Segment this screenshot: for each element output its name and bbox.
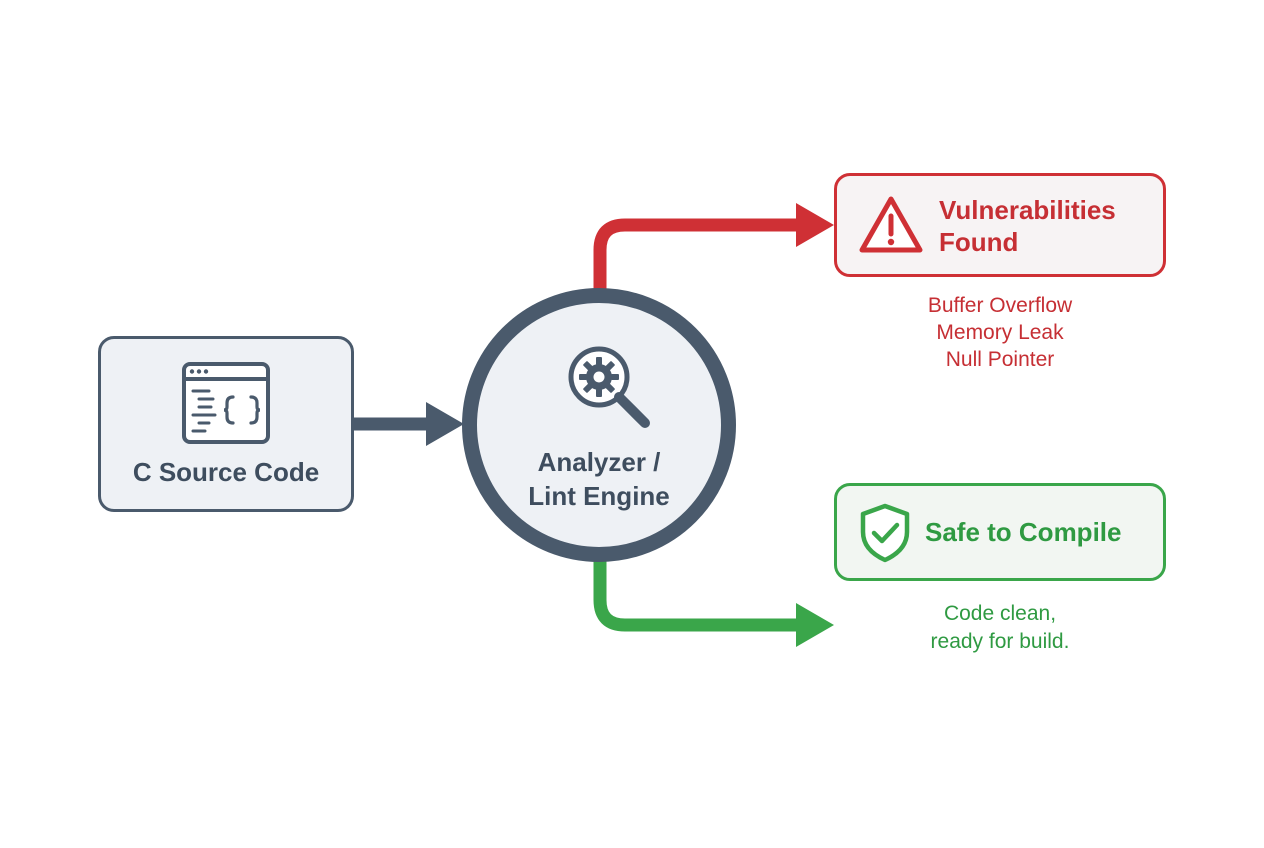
- safe-description: Code clean, ready for build.: [834, 600, 1166, 656]
- source-code-node: C Source Code: [98, 336, 354, 512]
- vulnerabilities-found-node: Vulnerabilities Found: [834, 173, 1166, 277]
- analyzer-label-line-2: Lint Engine: [528, 481, 670, 511]
- safe-to-compile-node: Safe to Compile: [834, 483, 1166, 581]
- arrow-analyzer-to-safe: [593, 560, 834, 647]
- arrow-source-to-analyzer: [354, 402, 464, 446]
- vulnerability-item: Buffer Overflow: [927, 294, 1073, 317]
- vulnerability-item: Memory Leak: [936, 321, 1064, 344]
- analyzer-node: Analyzer / Lint Engine: [462, 288, 736, 562]
- vulnerability-item: Null Pointer: [945, 348, 1055, 371]
- safe-description-line-2: ready for build.: [930, 630, 1070, 653]
- analyzer-label: Analyzer / Lint Engine: [497, 445, 701, 513]
- warning-icon: [859, 196, 923, 253]
- magnifier-gear-icon: [568, 346, 650, 428]
- source-code-label: C Source Code: [132, 457, 320, 487]
- shield-check-icon: [860, 503, 910, 563]
- vulnerabilities-title-line-1: Vulnerabilities: [939, 195, 1116, 225]
- vulnerabilities-list: Buffer Overflow Memory Leak Null Pointer: [834, 292, 1166, 373]
- safe-to-compile-title: Safe to Compile: [925, 517, 1122, 547]
- arrow-analyzer-to-vulnerabilities: [593, 203, 834, 290]
- analyzer-label-line-1: Analyzer /: [537, 447, 661, 477]
- vulnerabilities-title-line-2: Found: [939, 227, 1019, 257]
- code-window-icon: [182, 362, 270, 444]
- safe-description-line-1: Code clean,: [943, 602, 1057, 625]
- vulnerabilities-title: Vulnerabilities Found: [939, 194, 1159, 258]
